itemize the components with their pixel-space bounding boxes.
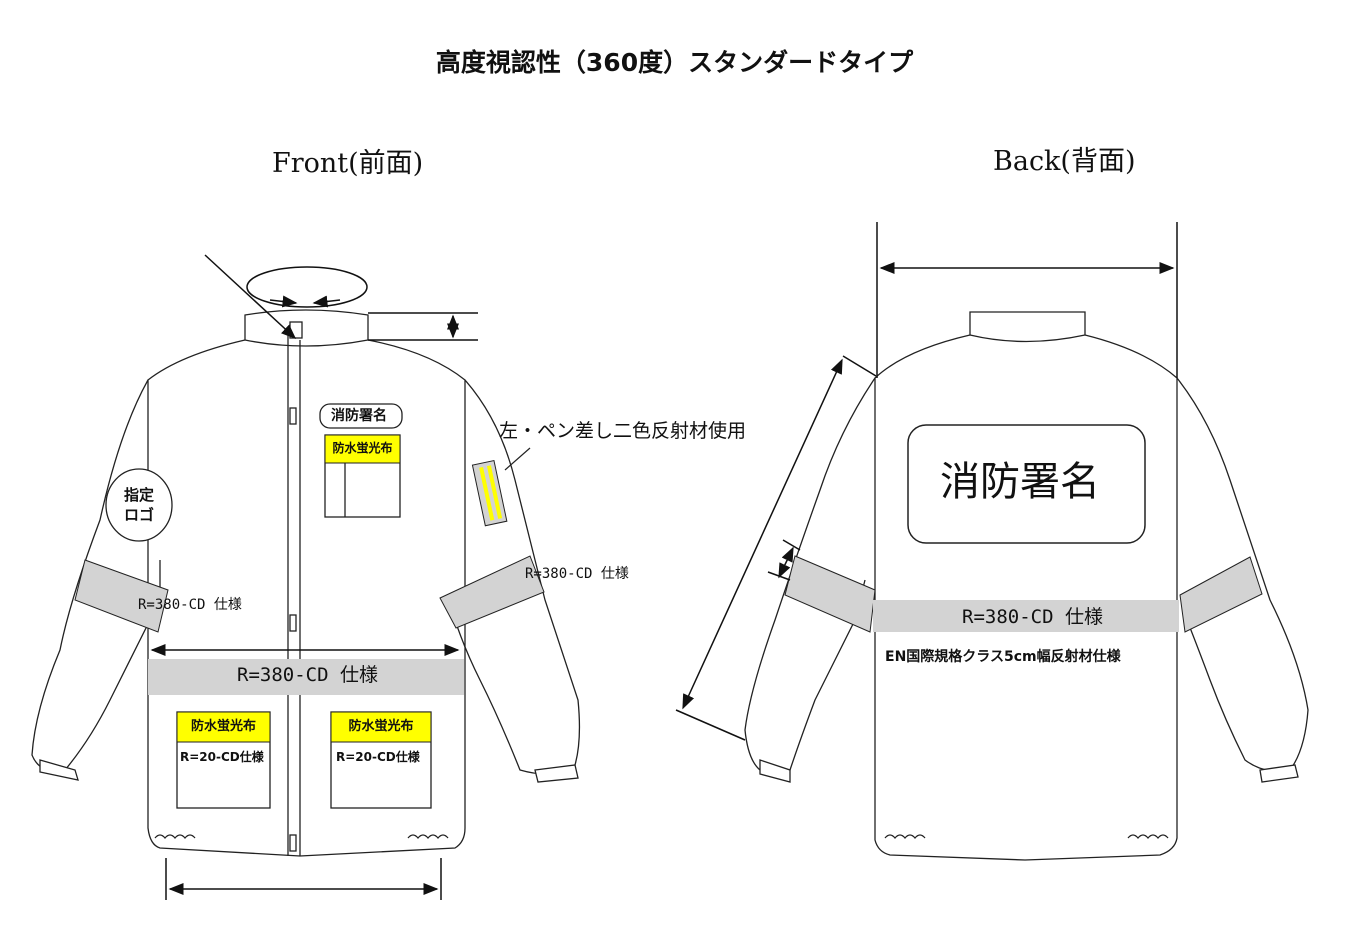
- pocket-left-yellow: [176, 711, 271, 743]
- pocket-left-top-label: 防水蛍光布: [190, 719, 256, 734]
- back-left-sleeve-band: [784, 555, 876, 633]
- pocket-right-top-label: 防水蛍光布: [348, 719, 414, 734]
- back-heading: Back(背面): [993, 146, 1136, 177]
- back-en-note: EN国際規格クラス5cm幅反射材仕様: [885, 649, 1121, 665]
- pen-note: 左・ペン差し二色反射材使用: [499, 420, 747, 442]
- back-name-panel: [907, 424, 1146, 544]
- back-collar: [969, 311, 1086, 343]
- front-right-sleeve-band: [439, 555, 545, 629]
- back-right-cuff: [1259, 764, 1299, 783]
- neck-measure-ellipse: [246, 266, 368, 308]
- pocket-right-yellow: [330, 711, 432, 743]
- page-title: 高度視認性（360度）スタンダードタイプ: [435, 48, 914, 77]
- front-waist-band: [148, 659, 464, 695]
- back-jacket: [744, 311, 1309, 861]
- front-waist-band-label: R=380-CD 仕様: [237, 664, 378, 686]
- logo-label: 指定 ロゴ: [123, 486, 154, 525]
- front-left-sleeve: [31, 379, 161, 772]
- back-name-label: 消防署名: [940, 459, 1100, 505]
- front-right-sleeve: [454, 379, 581, 775]
- pen-holder: [471, 459, 508, 527]
- front-right-sleeve-band-label: R=380-CD 仕様: [525, 566, 629, 582]
- back-body-outline: [874, 334, 1178, 861]
- front-right-cuff: [534, 764, 579, 783]
- front-collar: [244, 309, 369, 347]
- chest-name-label: 消防署名: [331, 408, 387, 424]
- back-left-cuff: [759, 759, 791, 783]
- logo-circle: [105, 468, 173, 542]
- front-left-sleeve-band-label: R=380-CD 仕様: [138, 597, 242, 613]
- back-waist-band-label: R=380-CD 仕様: [962, 606, 1103, 628]
- front-heading: Front(前面): [272, 148, 424, 179]
- chest-pocket-label: 防水蛍光布: [332, 441, 393, 455]
- pocket-left-bottom-label: R=20-CD仕様: [180, 750, 264, 764]
- front-left-sleeve-band: [74, 559, 169, 633]
- chest-name-plate: [319, 403, 403, 429]
- back-right-sleeve: [1176, 377, 1309, 772]
- back-waist-band: [873, 600, 1179, 632]
- front-left-cuff: [39, 759, 79, 781]
- pocket-right-bottom-label: R=20-CD仕様: [336, 750, 420, 764]
- chest-pocket-yellow: [324, 434, 401, 464]
- back-right-sleeve-band: [1179, 556, 1263, 633]
